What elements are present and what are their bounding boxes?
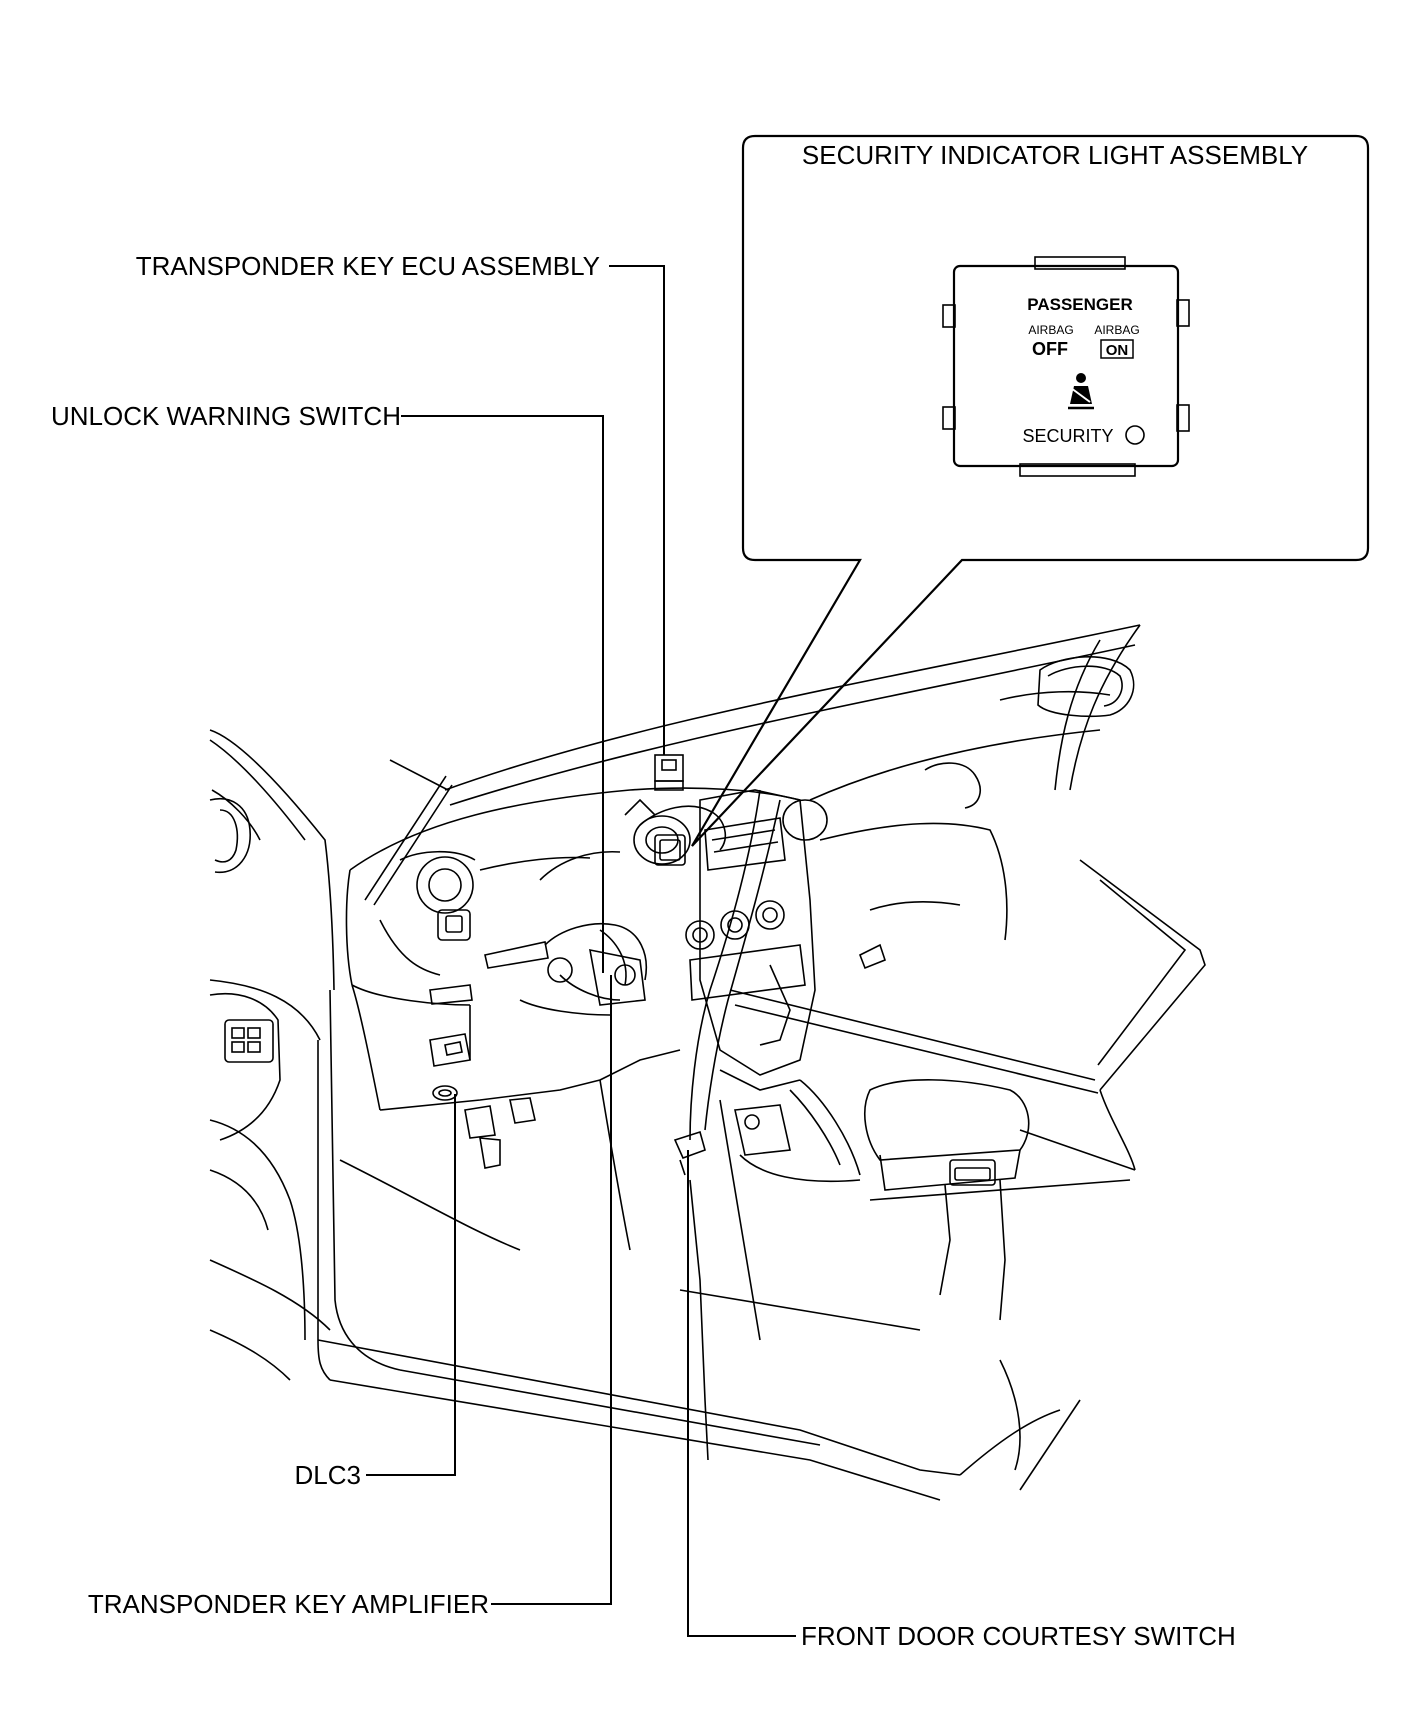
module-body xyxy=(952,264,1180,468)
unlock-warning-label: UNLOCK WARNING SWITCH xyxy=(51,401,401,431)
airbag-on-caption: AIRBAG xyxy=(1094,323,1139,337)
vehicle-interior-illustration xyxy=(209,624,1206,1501)
security-led-icon xyxy=(1125,425,1145,445)
leader-unlock-warning xyxy=(401,415,604,973)
indicator-switch-module: PASSENGER AIRBAG OFF AIRBAG ON SECURITY xyxy=(942,256,1190,477)
off-indicator: OFF xyxy=(1032,339,1068,359)
transponder-amp-label: TRANSPONDER KEY AMPLIFIER xyxy=(88,1589,489,1619)
leader-transponder-ecu xyxy=(609,265,665,755)
callout-box-outline xyxy=(691,134,1370,847)
on-indicator: ON xyxy=(1106,342,1129,359)
seatbelt-icon xyxy=(1068,373,1094,410)
security-indicator-label: SECURITY INDICATOR LIGHT ASSEMBLY xyxy=(802,140,1308,170)
module-top-tab xyxy=(1034,256,1126,270)
leader-dlc3 xyxy=(366,1094,456,1476)
leader-transponder-amp xyxy=(491,975,612,1605)
leader-lines xyxy=(366,265,796,1637)
passenger-label: PASSENGER xyxy=(1027,295,1133,314)
security-indicator-callout: SECURITY INDICATOR LIGHT ASSEMBLY PASSEN… xyxy=(691,134,1370,847)
transponder-ecu-label: TRANSPONDER KEY ECU ASSEMBLY xyxy=(136,251,600,281)
on-indicator-frame xyxy=(1100,339,1134,359)
security-text: SECURITY xyxy=(1022,426,1113,446)
leader-door-courtesy xyxy=(687,1150,796,1637)
airbag-off-caption: AIRBAG xyxy=(1028,323,1073,337)
door-courtesy-label: FRONT DOOR COURTESY SWITCH xyxy=(801,1621,1236,1651)
dlc3-label: DLC3 xyxy=(295,1460,361,1490)
module-bottom-tab xyxy=(1019,463,1136,477)
